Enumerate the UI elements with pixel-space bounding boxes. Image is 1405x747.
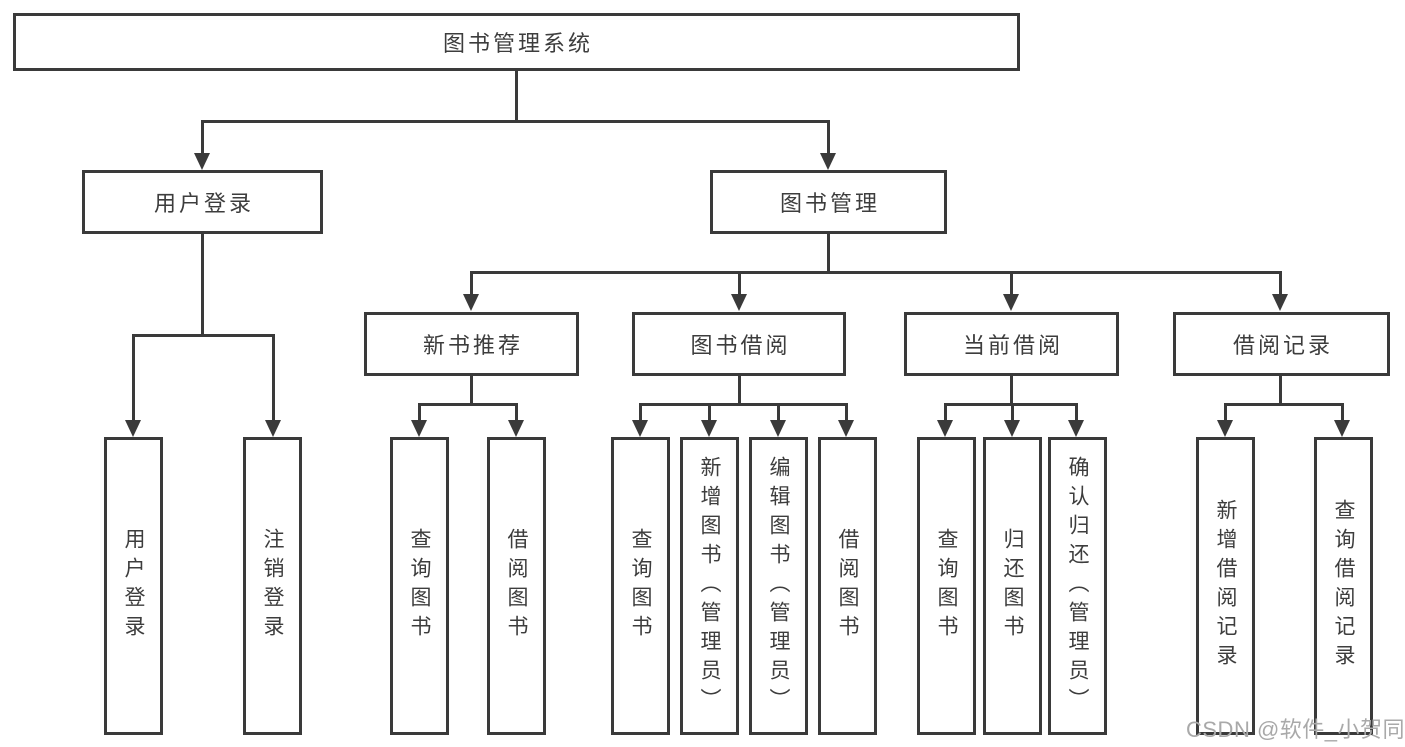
connector-line xyxy=(132,334,275,337)
connector-line xyxy=(515,71,518,122)
node-current-borrowing: 当前借阅 xyxy=(904,312,1119,376)
connector-line xyxy=(639,403,847,406)
connector-line xyxy=(1279,271,1282,296)
connector-line xyxy=(515,403,518,422)
node-label: 新增图书（管理员） xyxy=(698,455,721,717)
connector-line xyxy=(470,376,473,406)
connector-line xyxy=(944,403,947,422)
node-book-borrowing: 图书借阅 xyxy=(632,312,846,376)
node-label: 借阅图书 xyxy=(505,528,528,644)
connector-arrow-down xyxy=(1217,420,1233,437)
connector-arrow-down xyxy=(1334,420,1350,437)
connector-arrow-down xyxy=(1003,294,1019,311)
connector-arrow-down xyxy=(508,420,524,437)
node-library-management-system: 图书管理系统 xyxy=(13,13,1020,71)
connector-arrow-down xyxy=(463,294,479,311)
node-label: 查询图书 xyxy=(629,528,652,644)
node-book-management: 图书管理 xyxy=(710,170,947,234)
connector-arrow-down xyxy=(125,420,141,437)
connector-line xyxy=(708,403,711,422)
node-label: 借阅记录 xyxy=(1232,333,1333,358)
connector-arrow-down xyxy=(820,153,836,170)
connector-line xyxy=(1224,403,1227,422)
leaf-return-books: 归还图书 xyxy=(983,437,1042,735)
node-label: 查询借阅记录 xyxy=(1332,499,1355,673)
connector-line xyxy=(738,376,741,406)
connector-arrow-down xyxy=(937,420,953,437)
connector-line xyxy=(418,403,421,422)
leaf-logout: 注销登录 xyxy=(243,437,302,735)
connector-arrow-down xyxy=(411,420,427,437)
node-label: 图书借阅 xyxy=(690,333,791,358)
leaf-add-borrow-record: 新增借阅记录 xyxy=(1196,437,1255,735)
connector-arrow-down xyxy=(1068,420,1084,437)
connector-line xyxy=(1010,271,1013,296)
connector-arrow-down xyxy=(632,420,648,437)
leaf-user-login: 用户登录 xyxy=(104,437,163,735)
connector-line xyxy=(1075,403,1078,422)
node-label: 查询图书 xyxy=(408,528,431,644)
leaf-query-books-recommend: 查询图书 xyxy=(390,437,449,735)
connector-line xyxy=(777,403,780,422)
node-label: 图书管理系统 xyxy=(442,31,593,56)
connector-arrow-down xyxy=(1272,294,1288,311)
connector-arrow-down xyxy=(265,420,281,437)
connector-line xyxy=(827,120,830,156)
connector-line xyxy=(827,234,830,273)
connector-arrow-down xyxy=(770,420,786,437)
connector-line xyxy=(132,334,135,422)
connector-arrow-down xyxy=(838,420,854,437)
leaf-query-books-borrowing: 查询图书 xyxy=(611,437,670,735)
node-label: 注销登录 xyxy=(261,528,284,644)
connector-line xyxy=(272,334,275,422)
csdn-watermark: CSDN @软件_小贺同学 xyxy=(1186,717,1405,742)
connector-line xyxy=(1010,376,1013,406)
leaf-edit-books-admin: 编辑图书（管理员） xyxy=(749,437,808,735)
connector-arrow-down xyxy=(731,294,747,311)
node-label: 当前借阅 xyxy=(962,333,1063,358)
connector-line xyxy=(201,234,204,337)
connector-line xyxy=(418,403,518,406)
node-label: 图书管理 xyxy=(779,191,880,216)
node-label: 用户登录 xyxy=(153,191,254,216)
leaf-add-books-admin: 新增图书（管理员） xyxy=(680,437,739,735)
node-label: 归还图书 xyxy=(1001,528,1024,644)
node-user-login: 用户登录 xyxy=(82,170,323,234)
node-new-book-recommendation: 新书推荐 xyxy=(364,312,579,376)
node-label: 新增借阅记录 xyxy=(1214,499,1237,673)
connector-line xyxy=(201,120,204,156)
leaf-query-borrow-record: 查询借阅记录 xyxy=(1314,437,1373,735)
node-label: 用户登录 xyxy=(122,528,145,644)
connector-line xyxy=(1279,376,1282,406)
connector-line xyxy=(845,403,848,422)
node-borrowing-records: 借阅记录 xyxy=(1173,312,1390,376)
connector-line xyxy=(1341,403,1344,422)
leaf-borrow-books-recommend: 借阅图书 xyxy=(487,437,546,735)
leaf-query-books-current: 查询图书 xyxy=(917,437,976,735)
connector-arrow-down xyxy=(701,420,717,437)
node-label: 编辑图书（管理员） xyxy=(767,455,790,717)
node-label: 借阅图书 xyxy=(836,528,859,644)
leaf-confirm-return-admin: 确认归还（管理员） xyxy=(1048,437,1107,735)
connector-line xyxy=(470,271,1282,274)
connector-arrow-down xyxy=(194,153,210,170)
connector-line xyxy=(639,403,642,422)
connector-line xyxy=(738,271,741,296)
connector-line xyxy=(201,120,830,123)
connector-line xyxy=(470,271,473,296)
node-label: 新书推荐 xyxy=(422,333,523,358)
leaf-borrow-books-borrowing: 借阅图书 xyxy=(818,437,877,735)
connector-arrow-down xyxy=(1004,420,1020,437)
node-label: 查询图书 xyxy=(935,528,958,644)
node-label: 确认归还（管理员） xyxy=(1066,455,1089,717)
connector-line xyxy=(1011,403,1014,422)
connector-line xyxy=(1224,403,1344,406)
